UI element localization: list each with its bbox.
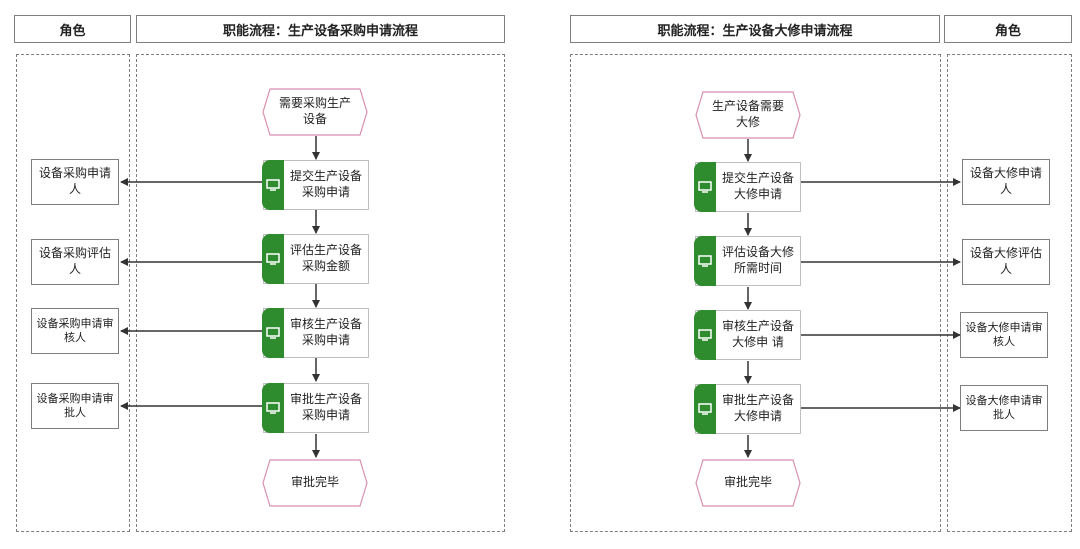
right-role-1[interactable]: 设备大修申请人 (962, 159, 1050, 205)
left-activity-4[interactable]: 审批生产设备采购申请 (262, 383, 369, 433)
left-role-lane (16, 54, 130, 532)
left-role-2[interactable]: 设备采购评估人 (31, 239, 119, 285)
monitor-icon (262, 160, 284, 210)
activity-label: 提交生产设备采购申请 (289, 169, 362, 199)
left-start-event: 需要采购生产设备 (262, 88, 368, 136)
left-activity-1[interactable]: 提交生产设备采购申请 (262, 160, 369, 210)
right-activity-2[interactable]: 评估设备大修所需时间 (694, 236, 801, 286)
activity-label: 审核生产设备大修申 请 (721, 319, 794, 349)
left-role-header: 角色 (14, 15, 131, 43)
left-end-event: 审批完毕 (262, 459, 368, 507)
right-role-lane (947, 54, 1072, 532)
right-flow-lane (570, 54, 941, 532)
right-start-label: 生产设备需要大修 (711, 99, 784, 129)
monitor-icon (262, 234, 284, 284)
monitor-icon (694, 384, 716, 434)
activity-label: 提交生产设备大修申请 (721, 171, 794, 201)
monitor-icon (262, 383, 284, 433)
left-role-3[interactable]: 设备采购申请审核人 (31, 308, 119, 354)
right-end-event: 审批完毕 (695, 459, 801, 507)
left-role-1[interactable]: 设备采购申请人 (31, 159, 119, 205)
left-role-4[interactable]: 设备采购申请审批人 (31, 383, 119, 429)
right-flow-header: 职能流程：生产设备大修申请流程 (570, 15, 940, 43)
left-activity-2[interactable]: 评估生产设备采购金额 (262, 234, 369, 284)
activity-label: 审批生产设备采购申请 (289, 392, 362, 422)
right-end-label: 审批完毕 (723, 475, 772, 490)
monitor-icon (694, 162, 716, 212)
right-role-3[interactable]: 设备大修申请审核人 (960, 312, 1048, 358)
monitor-icon (694, 310, 716, 360)
activity-label: 审批生产设备大修申请 (721, 393, 794, 423)
right-start-event: 生产设备需要大修 (695, 91, 801, 139)
right-activity-4[interactable]: 审批生产设备大修申请 (694, 384, 801, 434)
right-role-header: 角色 (944, 15, 1072, 43)
monitor-icon (694, 236, 716, 286)
left-activity-3[interactable]: 审核生产设备采购申请 (262, 308, 369, 358)
activity-label: 评估设备大修所需时间 (721, 245, 794, 275)
right-activity-1[interactable]: 提交生产设备大修申请 (694, 162, 801, 212)
right-activity-3[interactable]: 审核生产设备大修申 请 (694, 310, 801, 360)
left-flow-header: 职能流程：生产设备采购申请流程 (136, 15, 505, 43)
activity-label: 审核生产设备采购申请 (289, 317, 362, 347)
right-role-4[interactable]: 设备大修申请审批人 (960, 385, 1048, 431)
left-flow-lane (136, 54, 505, 532)
monitor-icon (262, 308, 284, 358)
right-role-2[interactable]: 设备大修评估人 (962, 239, 1050, 285)
activity-label: 评估生产设备采购金额 (289, 243, 362, 273)
left-end-label: 审批完毕 (290, 475, 339, 490)
left-start-label: 需要采购生产设备 (278, 96, 351, 126)
